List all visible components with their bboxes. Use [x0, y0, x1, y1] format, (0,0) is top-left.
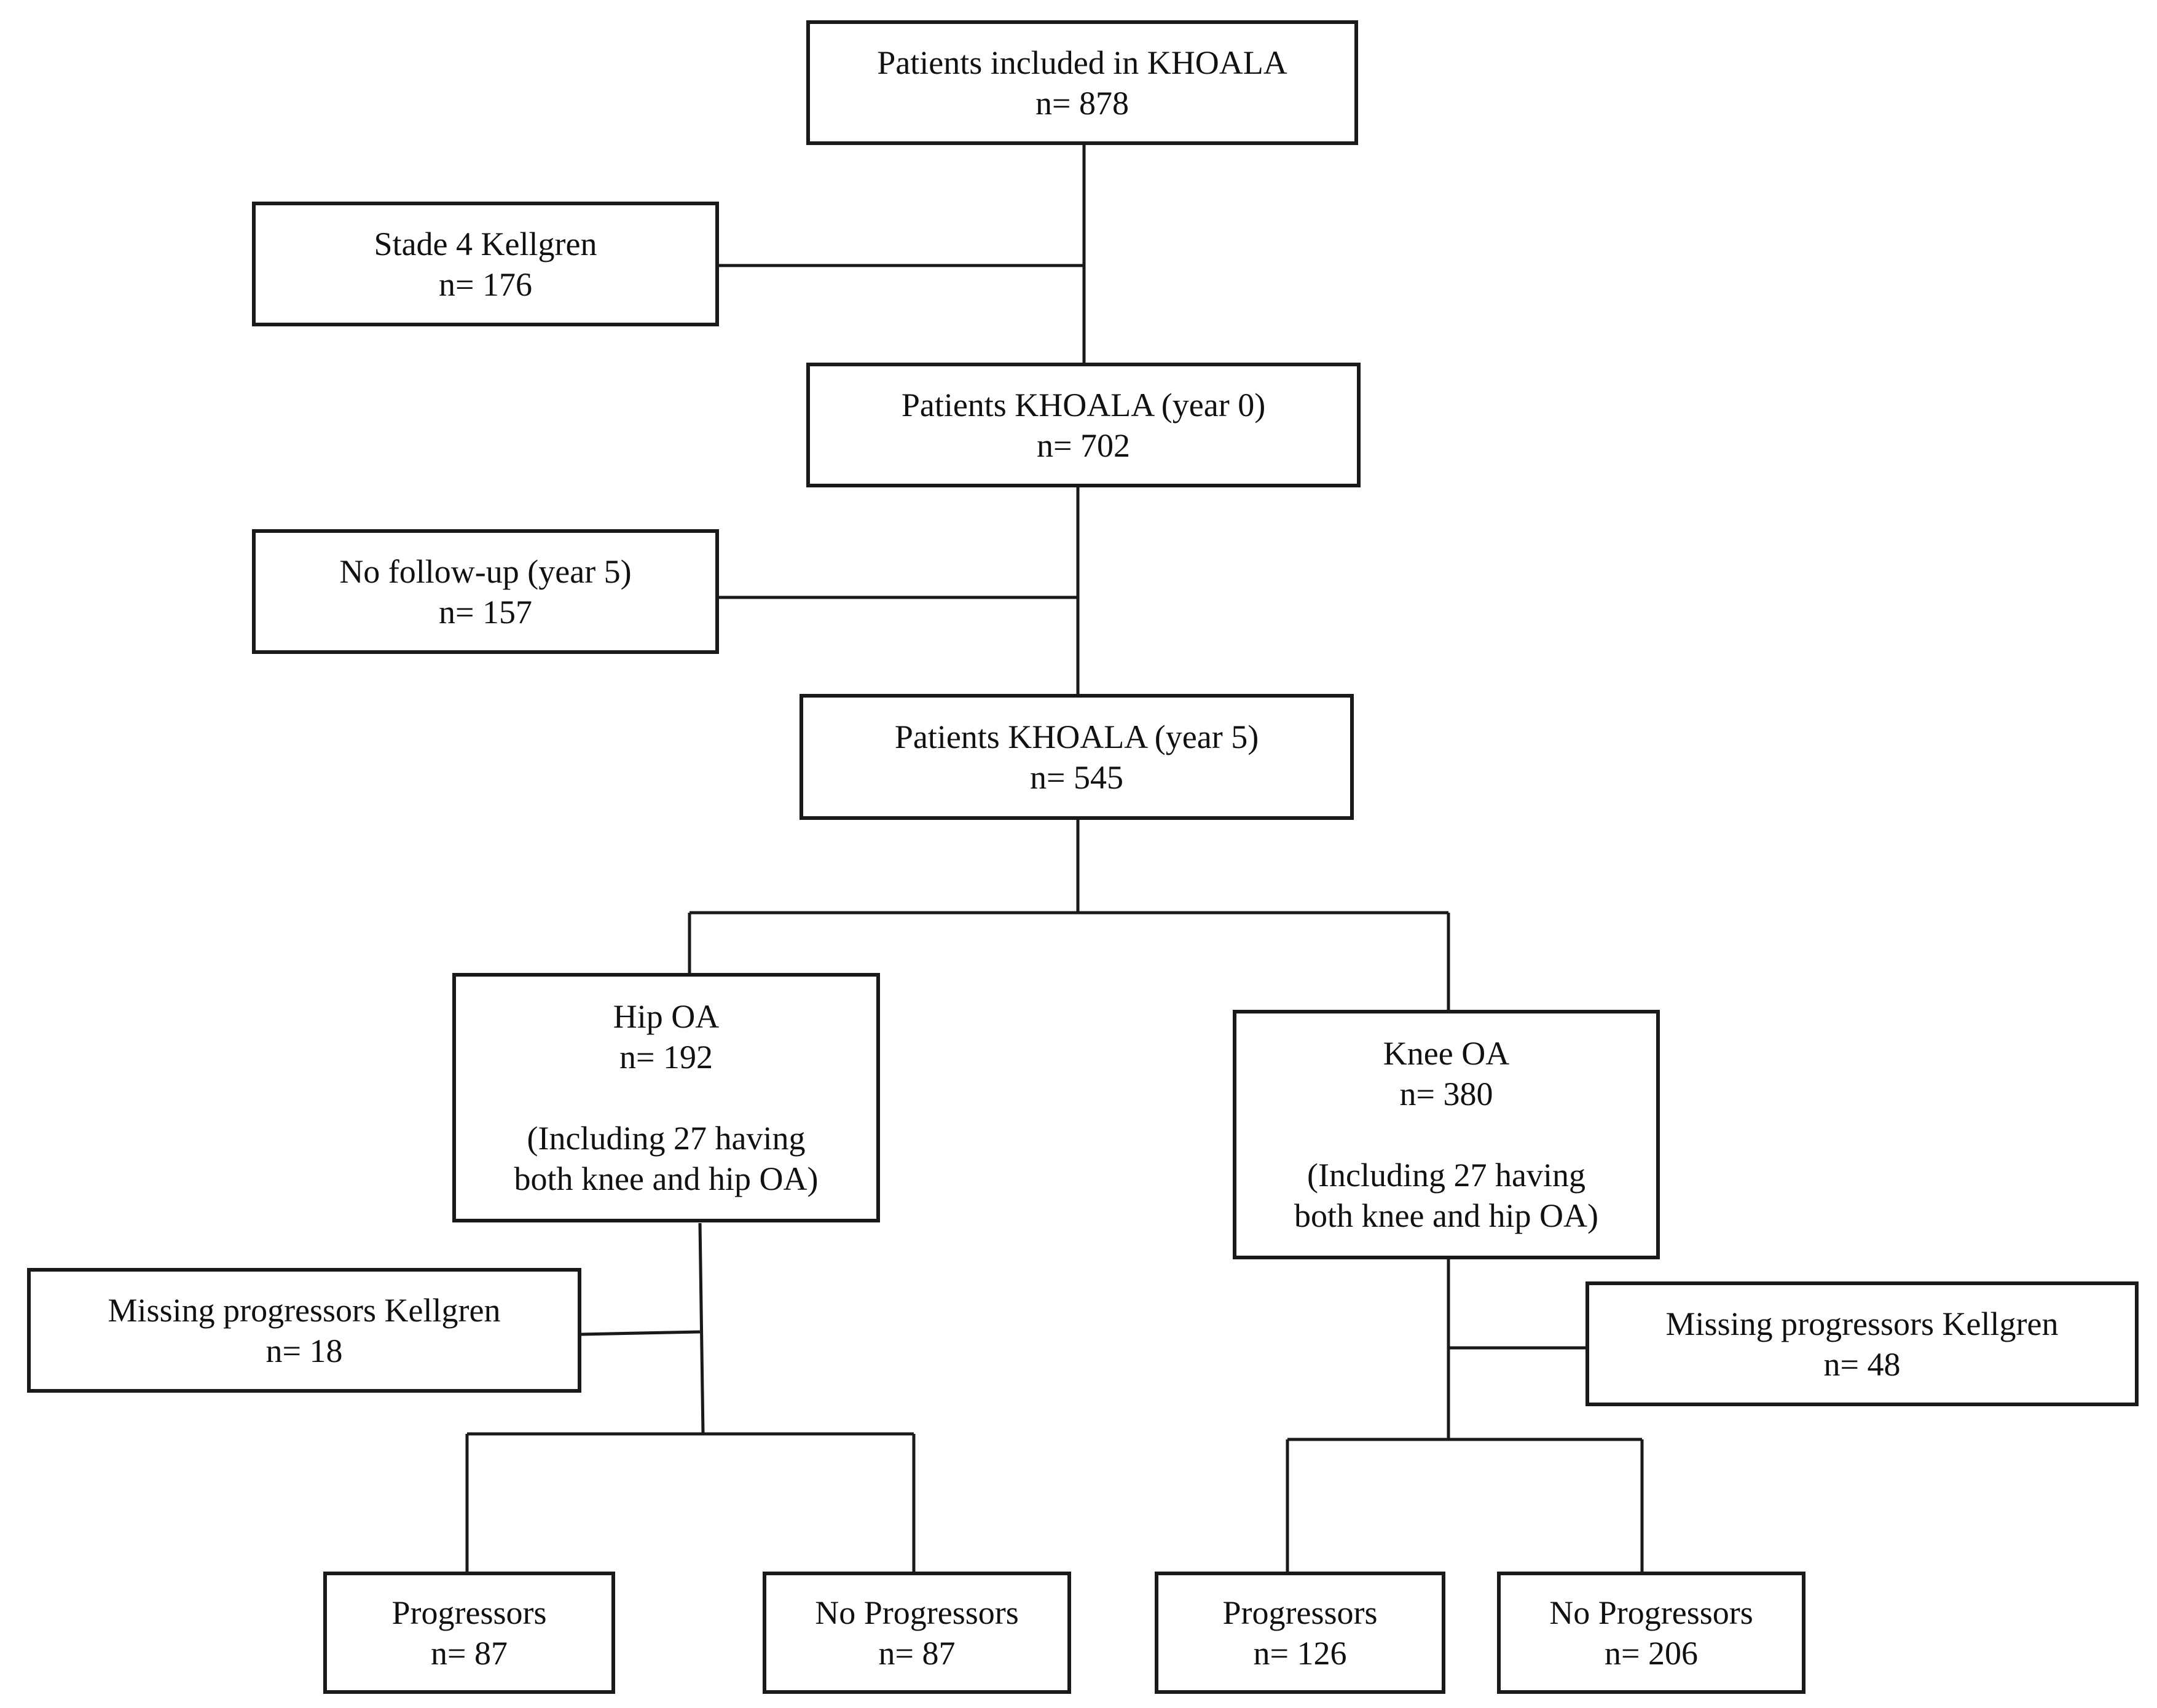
box-note-line2: both knee and hip OA) [514, 1160, 819, 1197]
box-hip-no-progressors: No Progressors n= 87 [763, 1572, 1071, 1694]
box-patients-included: Patients included in KHOALA n= 878 [806, 20, 1358, 145]
connector-hip-spine [698, 1222, 705, 1434]
box-count: n= 545 [1030, 758, 1123, 796]
connector-hip-missing [581, 1330, 701, 1336]
box-title: Progressors [1222, 1594, 1378, 1631]
box-hip-oa: Hip OA n= 192 (Including 27 having both … [452, 973, 880, 1222]
box-title: Missing progressors Kellgren [1665, 1305, 2059, 1342]
box-knee-no-progressors: No Progressors n= 206 [1497, 1572, 1805, 1694]
box-note-line1: (Including 27 having [527, 1120, 806, 1157]
box-stade4-kellgren: Stade 4 Kellgren n= 176 [252, 202, 719, 326]
box-title: Patients KHOALA (year 5) [894, 718, 1259, 755]
box-title: Knee OA [1383, 1035, 1510, 1072]
box-title: Patients KHOALA (year 0) [901, 386, 1266, 423]
box-count: n= 206 [1605, 1634, 1698, 1672]
box-note-line2: both knee and hip OA) [1294, 1197, 1598, 1234]
box-count: n= 157 [439, 593, 532, 631]
box-title: No Progressors [1549, 1594, 1753, 1631]
box-knee-oa: Knee OA n= 380 (Including 27 having both… [1233, 1010, 1660, 1259]
box-title: Hip OA [613, 998, 720, 1035]
box-count: n= 87 [878, 1634, 956, 1672]
box-knee-missing-progressors: Missing progressors Kellgren n= 48 [1585, 1281, 2139, 1406]
box-title: Progressors [391, 1594, 547, 1631]
box-count: n= 192 [619, 1039, 713, 1076]
box-count: n= 18 [265, 1332, 343, 1369]
box-patients-year0: Patients KHOALA (year 0) n= 702 [806, 363, 1361, 487]
box-count: n= 380 [1399, 1076, 1493, 1112]
box-count: n= 176 [439, 266, 532, 303]
box-hip-missing-progressors: Missing progressors Kellgren n= 18 [27, 1268, 581, 1393]
box-count: n= 878 [1035, 84, 1129, 122]
box-title: No follow-up (year 5) [339, 553, 632, 590]
box-title: No Progressors [815, 1594, 1019, 1631]
box-no-followup: No follow-up (year 5) n= 157 [252, 529, 719, 654]
box-note-line1: (Including 27 having [1307, 1157, 1585, 1194]
box-count: n= 702 [1037, 427, 1130, 464]
box-patients-year5: Patients KHOALA (year 5) n= 545 [800, 694, 1354, 820]
box-count: n= 48 [1823, 1345, 1901, 1383]
box-count: n= 126 [1253, 1634, 1347, 1672]
box-title: Missing progressors Kellgren [108, 1291, 501, 1329]
box-title: Stade 4 Kellgren [374, 225, 597, 262]
box-knee-progressors: Progressors n= 126 [1155, 1572, 1445, 1694]
box-count: n= 87 [431, 1634, 508, 1672]
box-hip-progressors: Progressors n= 87 [323, 1572, 615, 1694]
box-title: Patients included in KHOALA [877, 44, 1287, 81]
